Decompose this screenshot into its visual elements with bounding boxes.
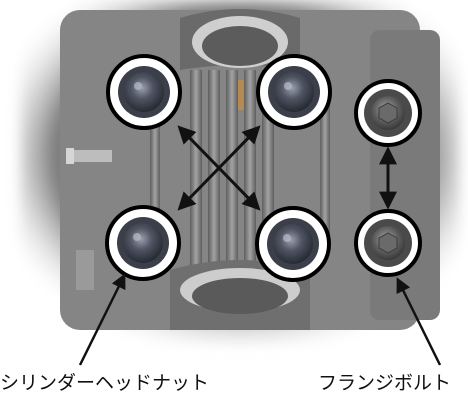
nut-top-left [106,54,182,130]
leader-bolt [396,277,442,366]
bolt-bottom [354,209,422,277]
bolt-top [354,79,422,147]
label-cylinder-head-nut: シリンダーヘッドナット [0,372,210,394]
label-flange-bolt: フランジボルト [318,372,452,394]
leader-nut [78,273,126,366]
nut-bottom-right [255,206,331,282]
nut-top-right [256,54,332,130]
engine-photo [20,0,460,345]
nut-bottom-left [105,205,181,281]
cross-double-arrow-icon [177,125,261,211]
